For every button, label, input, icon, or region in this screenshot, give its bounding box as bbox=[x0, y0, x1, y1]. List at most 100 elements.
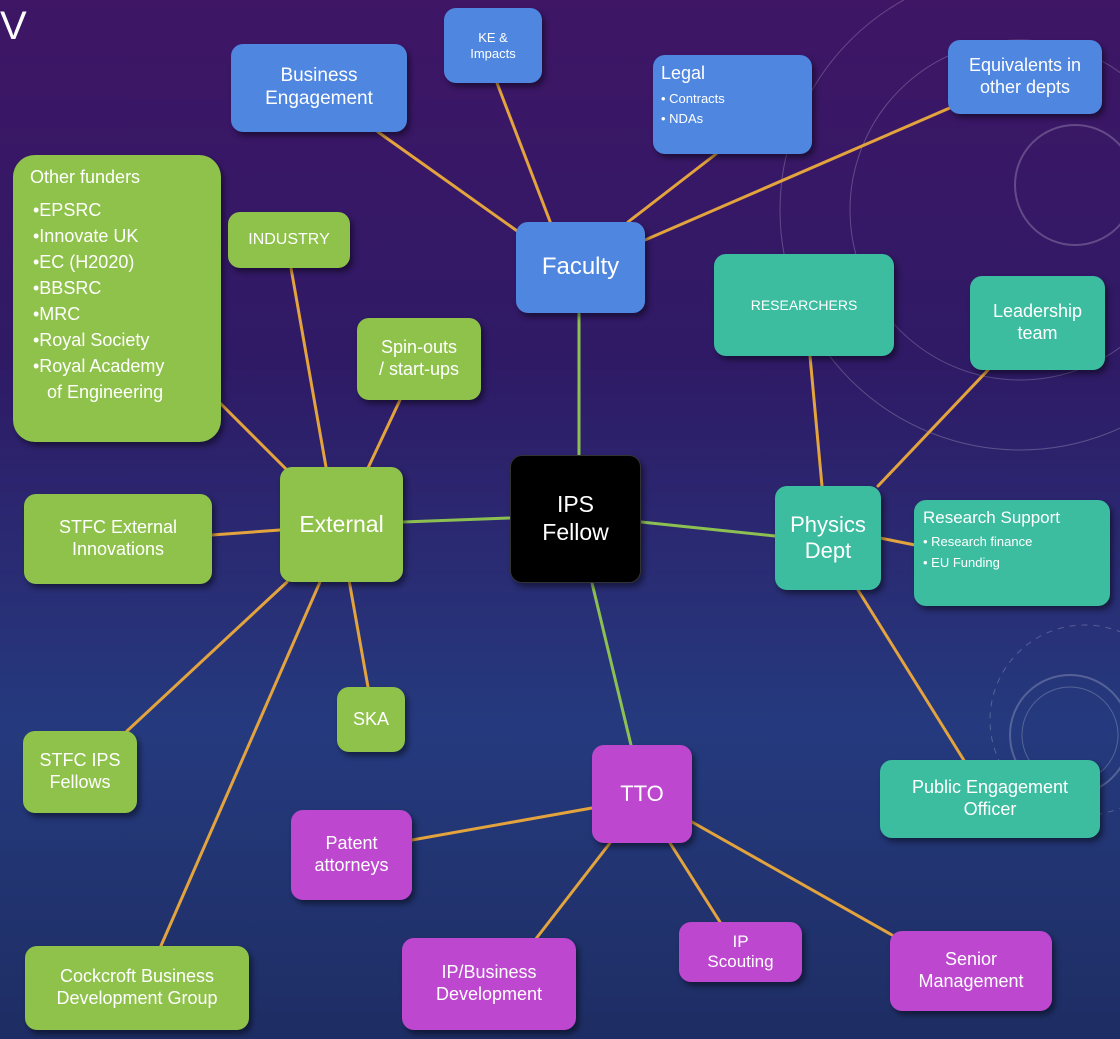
ska-label: SKA bbox=[352, 708, 390, 729]
external-label: External bbox=[299, 510, 384, 537]
stfc-external-line2: Innovations bbox=[71, 539, 165, 559]
link-faculty-ke bbox=[495, 81, 553, 226]
faculty-node: Faculty bbox=[516, 222, 645, 313]
physics-line2: Dept bbox=[804, 538, 852, 563]
physics-dept-node: Physics Dept bbox=[775, 486, 881, 590]
equivalents-node: Equivalents in other depts bbox=[948, 40, 1102, 114]
funder-item: •Royal Academy bbox=[33, 356, 165, 377]
legal-item: • Contracts bbox=[661, 90, 725, 106]
senior-line1: Senior bbox=[944, 949, 998, 970]
legal-item: • NDAs bbox=[661, 110, 704, 126]
patent-attorneys-node: Patent attorneys bbox=[291, 810, 412, 900]
stfc-ips-node: STFC IPS Fellows bbox=[23, 731, 137, 813]
tto-label: TTO bbox=[620, 780, 664, 806]
ke-impacts-node: KE & Impacts bbox=[444, 8, 542, 83]
physics-line1: Physics bbox=[790, 511, 866, 537]
link-tto-patent bbox=[410, 806, 594, 842]
funder-item: •BBSRC bbox=[33, 277, 102, 298]
public-engagement-line2: Officer bbox=[963, 799, 1017, 819]
legal-node: Legal • Contracts • NDAs bbox=[653, 55, 812, 154]
industry-label: INDUSTRY bbox=[248, 231, 330, 249]
leadership-line1: Leadership bbox=[992, 301, 1083, 322]
stfc-ips-line2: Fellows bbox=[49, 772, 111, 792]
external-node: External bbox=[280, 467, 403, 582]
link-center-tto bbox=[590, 581, 633, 747]
funder-item: •MRC bbox=[33, 303, 81, 324]
other-funders-node: Other funders •EPSRC •Innovate UK •EC (H… bbox=[13, 155, 221, 442]
ipbiz-line2: Development bbox=[435, 984, 543, 1004]
business-engagement-line2: Engagement bbox=[265, 88, 373, 109]
funder-item: •EC (H2020) bbox=[33, 251, 135, 272]
ip-scouting-node: IP Scouting bbox=[679, 922, 802, 982]
link-center-physics bbox=[639, 520, 777, 538]
leadership-line2: team bbox=[1017, 323, 1058, 343]
link-physics-support bbox=[878, 536, 917, 547]
business-engagement-node: Business Engagement bbox=[231, 44, 407, 132]
public-engagement-node: Public Engagement Officer bbox=[880, 760, 1100, 838]
public-engagement-line1: Public Engagement bbox=[911, 777, 1069, 798]
patent-line1: Patent bbox=[325, 833, 378, 854]
stfc-external-node: STFC External Innovations bbox=[24, 494, 212, 584]
research-support-item: • EU Funding bbox=[923, 555, 1000, 571]
link-physics-leadership bbox=[876, 368, 990, 488]
spinouts-node: Spin-outs / start-ups bbox=[357, 318, 481, 400]
spinouts-line1: Spin-outs bbox=[380, 337, 458, 358]
link-tto-ipscout bbox=[668, 841, 722, 924]
legal-list: • Contracts • NDAs bbox=[661, 89, 725, 129]
cockcroft-line1: Cockcroft Business bbox=[59, 966, 215, 987]
link-external-spinouts bbox=[366, 398, 402, 470]
equivalents-line2: other depts bbox=[979, 77, 1071, 97]
link-external-funders bbox=[218, 401, 292, 475]
other-funders-list: •EPSRC •Innovate UK •EC (H2020) •BBSRC •… bbox=[33, 197, 164, 406]
ips-fellow-node: IPS Fellow bbox=[510, 455, 641, 583]
funder-item: of Engineering bbox=[47, 382, 164, 403]
ke-impacts-line1: KE & bbox=[478, 29, 508, 45]
leadership-node: Leadership team bbox=[970, 276, 1105, 370]
stfc-external-line1: STFC External bbox=[58, 517, 178, 538]
ipscout-line2: Scouting bbox=[707, 952, 774, 971]
link-external-ska bbox=[347, 578, 370, 689]
link-tto-ipbiz bbox=[533, 841, 612, 942]
research-support-list: • Research finance • EU Funding bbox=[923, 532, 1032, 574]
ipscout-line1: IP bbox=[732, 931, 749, 951]
link-center-external bbox=[401, 516, 512, 524]
research-support-title: Research Support bbox=[923, 508, 1061, 527]
senior-management-node: Senior Management bbox=[890, 931, 1052, 1011]
funder-item: •Royal Society bbox=[33, 330, 150, 351]
researchers-label: RESEARCHERS bbox=[750, 296, 858, 313]
cockcroft-node: Cockcroft Business Development Group bbox=[25, 946, 249, 1030]
link-external-stfcips bbox=[125, 580, 289, 733]
link-physics-researchers bbox=[808, 354, 824, 488]
research-support-node: Research Support • Research finance • EU… bbox=[914, 500, 1110, 606]
funder-item: •Innovate UK bbox=[33, 225, 139, 246]
tto-node: TTO bbox=[592, 745, 692, 843]
ips-fellow-line2: Fellow bbox=[542, 519, 609, 545]
ska-node: SKA bbox=[337, 687, 405, 752]
ipbiz-line1: IP/Business bbox=[441, 962, 537, 983]
business-engagement-line1: Business bbox=[280, 65, 358, 87]
cockcroft-line2: Development Group bbox=[56, 988, 218, 1008]
industry-node: INDUSTRY bbox=[228, 212, 350, 268]
legal-title: Legal bbox=[661, 63, 706, 83]
corner-glyph: V bbox=[0, 4, 27, 48]
spinouts-line2: / start-ups bbox=[378, 359, 460, 379]
faculty-label: Faculty bbox=[541, 253, 620, 281]
researchers-node: RESEARCHERS bbox=[714, 254, 894, 356]
link-external-industry bbox=[289, 266, 328, 469]
link-external-cockcroft bbox=[158, 580, 322, 950]
equivalents-line1: Equivalents in bbox=[968, 55, 1082, 76]
ke-impacts-line2: Impacts bbox=[470, 45, 516, 61]
link-tto-senior bbox=[690, 820, 894, 937]
ip-business-node: IP/Business Development bbox=[402, 938, 576, 1030]
link-physics-public bbox=[856, 588, 967, 764]
other-funders-title: Other funders bbox=[30, 167, 141, 187]
funder-item: •EPSRC bbox=[33, 199, 102, 220]
link-faculty-legal bbox=[626, 152, 718, 224]
patent-line2: attorneys bbox=[314, 855, 389, 875]
research-support-item: • Research finance bbox=[923, 534, 1033, 550]
link-faculty-business bbox=[376, 130, 522, 235]
link-external-stfcext bbox=[210, 528, 282, 537]
senior-line2: Management bbox=[918, 971, 1024, 991]
stfc-ips-line1: STFC IPS bbox=[39, 750, 121, 771]
